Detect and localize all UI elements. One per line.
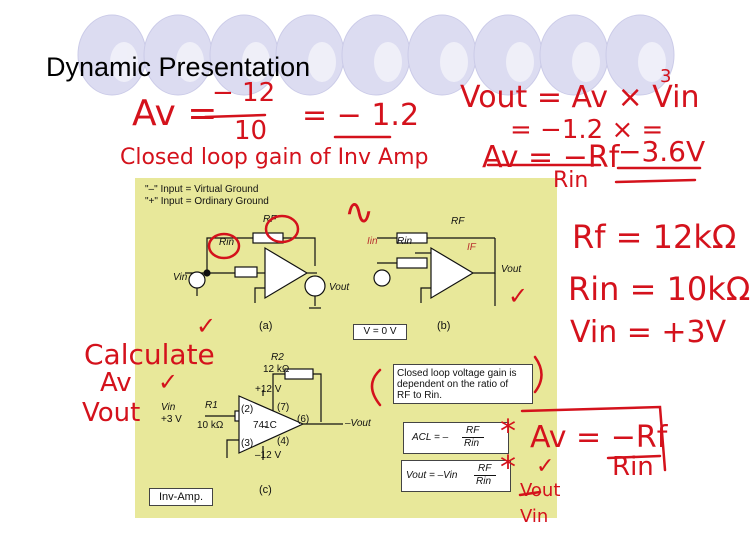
label-vout-a: Vout <box>329 282 350 293</box>
label-r1-value: 10 kΩ <box>197 420 224 431</box>
ink-check-a: ✓ <box>196 312 217 340</box>
label-minus-12v: –12 V <box>255 450 282 461</box>
label-pin7: (7) <box>277 402 290 413</box>
ink-rf-value: Rf = 12kΩ <box>572 218 737 256</box>
ink-av-numerator: − 12 <box>212 78 276 108</box>
ink-star-2: * <box>500 448 516 486</box>
vout-numerator: RF <box>478 463 492 474</box>
ink-closed-loop: Closed loop gain of Inv Amp <box>120 145 429 170</box>
label-vin-c: Vin <box>161 402 176 413</box>
slide-title: Dynamic Presentation <box>46 52 311 82</box>
label-iin-b: Iin <box>367 236 378 247</box>
opamp-minus-a: − <box>261 421 267 433</box>
legend-virtual-ground: "–" Input = Virtual Ground <box>145 184 259 195</box>
vout-formula: Vout = –Vin <box>406 470 458 481</box>
ink-check-b: ✓ <box>508 282 529 310</box>
label-vin-value: +3 V <box>161 414 182 425</box>
label-plus-12v: +12 V <box>255 384 282 395</box>
label-vout-b: Vout <box>501 264 522 275</box>
label-pin6: (6) <box>297 414 310 425</box>
label-pin4: (4) <box>277 436 290 447</box>
ink-check-av: ✓ <box>158 368 179 396</box>
ink-av-denominator: 10 <box>234 116 268 146</box>
label-r1: R1 <box>205 400 218 411</box>
note-line-2: dependent on the ratio of <box>397 379 509 390</box>
ink-rin-value: Rin = 10kΩ <box>568 270 750 308</box>
virtual-ground-box: V = 0 V <box>353 324 407 340</box>
label-vout-c: –Vout <box>345 418 371 429</box>
ink-av-word: Av <box>100 368 132 398</box>
ink-av-rin: Rin <box>553 168 589 193</box>
ink-vout-equation: Vout = Av × Vin <box>460 80 700 115</box>
label-r2: R2 <box>271 352 284 363</box>
vout-formula-box: Vout = –Vin RF Rin <box>401 460 511 492</box>
circuit-figure: "–" Input = Virtual Ground "+" Input = O… <box>135 178 557 518</box>
ink-calculate: Calculate <box>84 338 215 371</box>
vout-denominator: Rin <box>476 476 492 487</box>
label-vin-a: Vin <box>173 272 188 283</box>
label-rin-b: Rin <box>397 236 413 247</box>
note-line-1: Closed loop voltage gain is <box>397 368 517 379</box>
label-c: (c) <box>259 484 272 496</box>
label-if-b: IF <box>467 242 476 253</box>
ink-wave: ∿ <box>344 192 375 233</box>
ink-av-lhs: Av = <box>132 93 218 134</box>
label-rf-b: RF <box>451 216 465 227</box>
acl-formula-box: ACL = – RF Rin <box>403 422 509 454</box>
ink-av-rf-2: Av = −Rf <box>530 420 668 455</box>
ink-av-rin-2: Rin <box>612 452 654 482</box>
label-r2-value: 12 kΩ <box>263 364 290 375</box>
label-pin3: (3) <box>241 438 254 449</box>
ink-check-c: ✓ <box>536 454 555 479</box>
label-pin2: (2) <box>241 404 254 415</box>
ink-vout-exponent: 3 <box>660 66 672 87</box>
label-741c: 741C <box>253 420 277 431</box>
note-box: Closed loop voltage gain is dependent on… <box>393 364 533 404</box>
ink-vin-value: Vin = +3V <box>570 315 727 350</box>
ink-vin-short: Vin <box>520 506 549 527</box>
acl-formula: ACL = – <box>412 432 449 443</box>
label-rin-a: Rin <box>219 237 235 248</box>
circuit-schematics: − <box>185 232 496 460</box>
legend-ordinary-ground: "+" Input = Ordinary Ground <box>145 196 269 207</box>
decorative-circles <box>77 14 675 96</box>
ink-vout-word: Vout <box>82 398 141 428</box>
figure-caption: Inv-Amp. <box>149 488 213 506</box>
ink-vout-result: −3.6V <box>618 135 706 168</box>
ink-star-1: * <box>500 412 516 450</box>
acl-denominator: Rin <box>464 438 480 449</box>
ink-vout-step: = −1.2 × = <box>510 115 664 145</box>
ink-av-result: = − 1.2 <box>302 98 420 133</box>
note-line-3: RF to Rin. <box>397 390 443 401</box>
ink-av-rf: Av = −Rf <box>482 140 620 175</box>
label-rf-a: RF <box>263 214 277 225</box>
acl-numerator: RF <box>466 425 480 436</box>
ink-vout-short: Vout <box>520 480 561 501</box>
label-b: (b) <box>437 320 451 332</box>
label-a: (a) <box>259 320 273 332</box>
